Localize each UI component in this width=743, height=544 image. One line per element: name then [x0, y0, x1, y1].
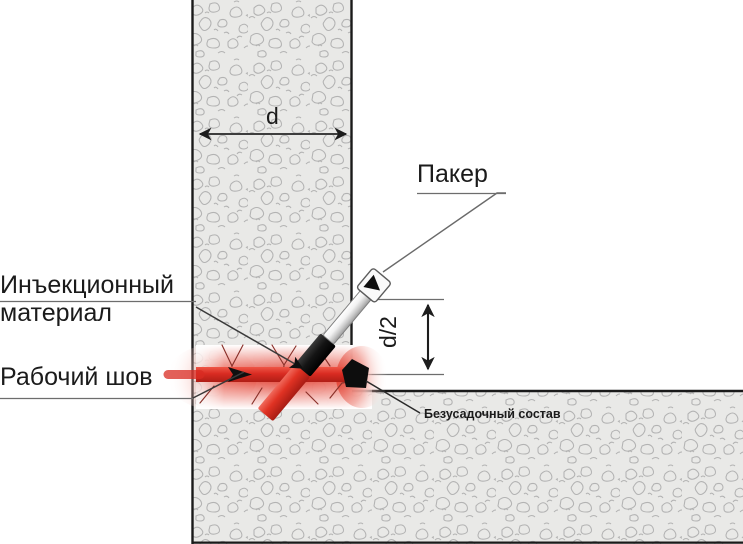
label-injection-material-line2: материал: [0, 299, 112, 327]
leader-lines: [0, 192, 506, 414]
label-dimension-d-half: d/2: [375, 316, 401, 348]
nonshrink-compound-seal: [342, 359, 369, 388]
label-injection-material-line1: Инъекционный: [0, 271, 174, 299]
label-packer: Пакер: [417, 160, 488, 188]
concrete-wall: [191, 0, 353, 544]
label-nonshrink-compound: Безусадочный состав: [424, 407, 561, 421]
leader-working-joint: [192, 371, 245, 399]
working-joint-bar: [163, 367, 364, 382]
label-working-joint: Рабочий шов: [0, 363, 153, 391]
label-dimension-d: d: [266, 103, 279, 129]
concrete-slab: [352, 389, 743, 544]
concrete-structure: [191, 0, 743, 544]
leader-packer: [382, 192, 506, 273]
leader-nonshrink: [365, 380, 421, 414]
leader-injection-material: [195, 306, 304, 369]
label-injection-material: Инъекционный материал: [0, 271, 174, 327]
injection-packer: [258, 268, 391, 421]
